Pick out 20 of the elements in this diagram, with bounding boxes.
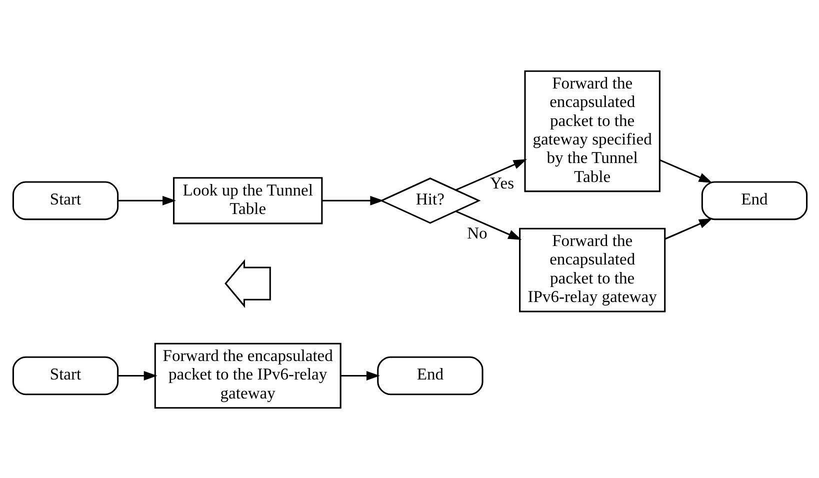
- arrow: [118, 195, 176, 205]
- arrow: [664, 218, 712, 240]
- node-diamond: Hit?: [379, 177, 480, 224]
- node-arrow: [224, 258, 270, 308]
- arrow: [118, 370, 157, 380]
- edge-label: No: [466, 222, 487, 242]
- arrow: [455, 158, 526, 190]
- edge-label: Yes: [489, 172, 514, 192]
- arrow: [340, 370, 380, 380]
- node-box: Forward the encapsulated packet to the IPv6-relay gateway: [154, 342, 341, 408]
- node-box: Forward the encapsulated packet to the gateway specified by the Tunnel Table: [524, 70, 660, 192]
- node-box: End: [376, 356, 483, 395]
- arrow: [455, 210, 522, 240]
- node-box: End: [700, 180, 808, 220]
- node-box: Start: [12, 356, 118, 395]
- arrow: [321, 195, 384, 205]
- node-box: Look up the Tunnel Table: [172, 176, 322, 224]
- arrow: [659, 158, 712, 182]
- node-box: Start: [12, 180, 118, 220]
- node-box: Forward the encapsulated packet to the IPv6-relay gateway: [518, 227, 666, 312]
